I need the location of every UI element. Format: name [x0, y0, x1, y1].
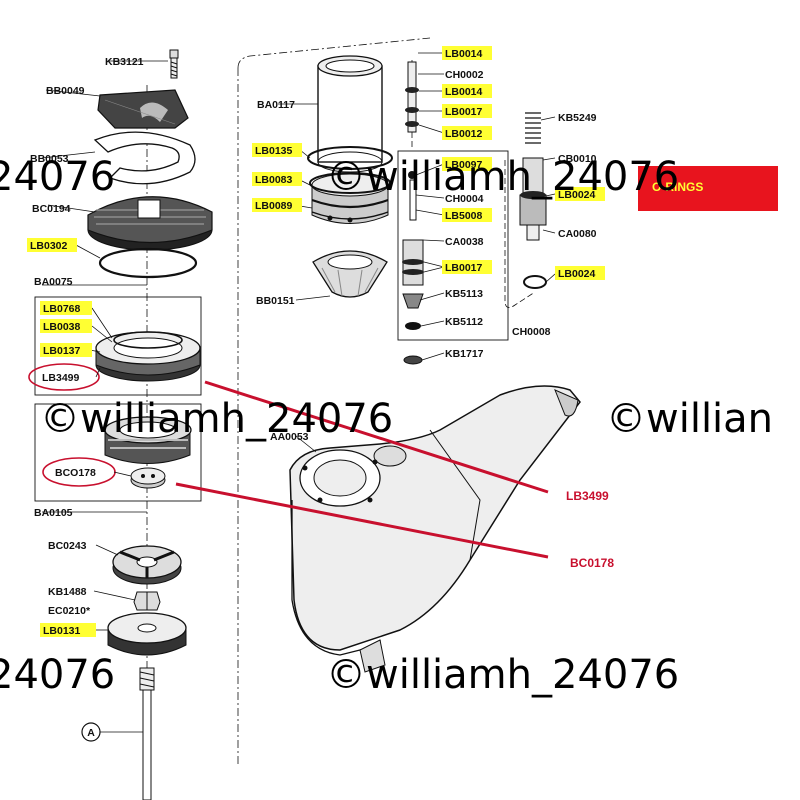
label-lb3499: LB3499 [42, 372, 80, 384]
label-ba0105: BA0105 [34, 507, 73, 519]
housing-axis-top [237, 37, 431, 69]
label-ch0002: CH0002 [445, 69, 484, 81]
label-lb0131: LB0131 [43, 625, 81, 637]
watermarks: 24076 ©williamh_24076 ©williamh_24076 ©w… [0, 154, 773, 698]
piston-rings [307, 146, 393, 224]
label-lb0097: LB0097 [445, 159, 483, 171]
label-ch0004: CH0004 [445, 193, 484, 205]
label-kb5113: KB5113 [445, 288, 483, 300]
callout-lb3499: LB3499 [566, 489, 609, 503]
label-kb5112: KB5112 [445, 316, 483, 328]
valve-right [519, 112, 547, 289]
label-lb0089: LB0089 [255, 200, 293, 212]
label-lb0083: LB0083 [255, 174, 293, 186]
watermark-1: 24076 [0, 154, 115, 200]
callout-line-bc0178 [175, 482, 549, 559]
label-lb0012: LB0012 [445, 128, 483, 140]
valve-stem-stack [402, 61, 424, 365]
label-ba0075: BA0075 [34, 276, 73, 288]
label-lb0017b: LB0017 [445, 262, 483, 274]
label-lb0768: LB0768 [43, 303, 81, 315]
label-kb1488: KB1488 [48, 586, 87, 598]
label-aa0053: AA0053 [270, 431, 309, 443]
label-ba0117: BA0117 [257, 99, 295, 111]
shaft [139, 667, 155, 800]
label-bb0049: BB0049 [46, 85, 85, 97]
bearing-ba0075 [95, 331, 201, 382]
label-kb3121: KB3121 [105, 56, 144, 68]
group-box-ba0105 [34, 403, 202, 502]
label-lb0014b: LB0014 [445, 86, 483, 98]
highlight-ellipse-lb3499 [28, 363, 100, 391]
nut-kb1488 [133, 591, 161, 611]
marker-a: A [81, 722, 143, 742]
watermark-5: 24076 [0, 652, 115, 698]
housing-aa0053 [289, 385, 581, 673]
valve-axis [504, 160, 536, 308]
part-labels: KB3121 BB0049 BB0053 BC0194 LB0302 BA007… [30, 48, 597, 637]
gear-ba0105 [104, 416, 192, 464]
label-lb0038: LB0038 [43, 321, 81, 333]
cover-bc0194 [87, 196, 213, 251]
label-lb0014a: LB0014 [445, 48, 483, 60]
watermark-3: ©williamh_24076 [40, 396, 393, 442]
leaders-left [41, 60, 168, 631]
label-bc0243: BC0243 [48, 540, 87, 552]
screw-kb3121 [169, 49, 179, 79]
label-lb0302: LB0302 [30, 240, 68, 252]
callout-bc0178: BC0178 [570, 556, 614, 570]
label-lb0024a: LB0024 [558, 189, 596, 201]
callout-line-lb3499 [204, 380, 549, 494]
label-lb5008: LB5008 [445, 210, 483, 222]
watermark-6: ©williamh_24076 [326, 652, 679, 698]
cone-bb0151 [312, 250, 388, 298]
leaders-right [415, 52, 556, 361]
spider-bc0243 [112, 545, 182, 585]
group-box-ch0008 [397, 150, 509, 341]
label-ca0080: CA0080 [558, 228, 597, 240]
highlight-boxes [27, 46, 605, 637]
label-bco178: BCO178 [55, 467, 96, 479]
watermark-2: ©williamh_24076 [326, 154, 679, 200]
disc-bc0178 [130, 467, 166, 489]
label-lb0137: LB0137 [43, 345, 81, 357]
label-bb0151: BB0151 [256, 295, 295, 307]
gasket-bb0053 [93, 131, 196, 185]
label-ch0008: CH0008 [512, 326, 551, 338]
group-box-ba0075 [34, 296, 202, 396]
label-lb0017a: LB0017 [445, 106, 483, 118]
plate-bb0049 [97, 89, 189, 129]
label-kb1717: KB1717 [445, 348, 484, 360]
label-bb0053: BB0053 [30, 153, 69, 165]
label-bc0194: BC0194 [32, 203, 71, 215]
watermark-4: ©willian [606, 396, 773, 442]
svg-text:A: A [87, 727, 95, 739]
sleeve-ba0117 [317, 55, 383, 173]
legend-o-rings-label: O-RINGS [652, 180, 703, 194]
label-ca0038: CA0038 [445, 236, 484, 248]
label-lb0024b: LB0024 [558, 268, 596, 280]
label-ec0210: EC0210* [48, 605, 91, 617]
oring-lb0302 [98, 247, 198, 279]
label-lb0135: LB0135 [255, 145, 293, 157]
label-cb0010: CB0010 [558, 153, 597, 165]
label-kb5249: KB5249 [558, 112, 597, 124]
pulley-ec0210 [107, 612, 187, 656]
legend-o-rings [638, 166, 778, 211]
